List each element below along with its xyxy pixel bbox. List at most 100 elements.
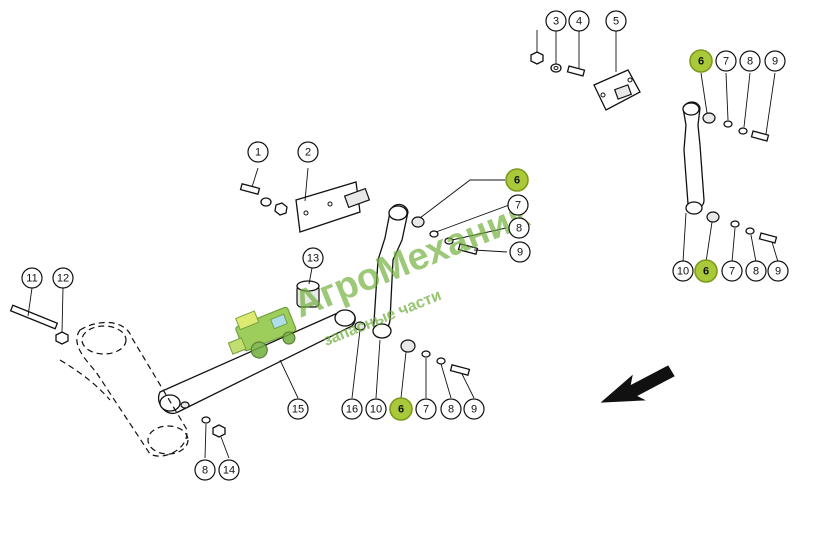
callout-15: 15 — [287, 398, 309, 420]
callout-13: 13 — [302, 247, 324, 269]
callout-number: 5 — [613, 16, 619, 28]
callout-5: 5 — [605, 10, 627, 32]
callout-number: 6 — [514, 175, 520, 187]
direction-arrow-icon — [600, 365, 675, 403]
callout-number: 16 — [346, 404, 358, 416]
lever-arm — [157, 280, 366, 438]
callout-circle — [287, 398, 309, 420]
callout-circle — [545, 10, 567, 32]
callout-14: 14 — [218, 459, 240, 481]
callout-12: 12 — [52, 267, 74, 289]
callout-circle — [440, 398, 462, 420]
callout-circle — [341, 398, 363, 420]
callout-16: 16 — [341, 398, 363, 420]
callout-9: 9 — [463, 398, 485, 420]
callout-circle — [689, 49, 713, 73]
callout-circle — [194, 459, 216, 481]
callout-circle — [745, 260, 767, 282]
callout-number: 10 — [370, 404, 382, 416]
callout-7: 7 — [715, 50, 737, 72]
callout-2: 2 — [297, 141, 319, 163]
callout-8: 8 — [739, 50, 761, 72]
link-arm-right — [682, 101, 778, 244]
callout-circle — [415, 398, 437, 420]
callout-circle — [507, 194, 529, 216]
callout-number: 3 — [553, 16, 559, 28]
callout-9: 9 — [767, 260, 789, 282]
callout-circle — [672, 260, 694, 282]
callout-6: 6 — [694, 259, 718, 283]
callout-7: 7 — [415, 398, 437, 420]
callout-circle — [247, 141, 269, 163]
harvester-logo-icon — [227, 306, 297, 359]
callout-3: 3 — [545, 10, 567, 32]
callout-circle — [505, 168, 529, 192]
callout-9: 9 — [764, 50, 786, 72]
callout-9: 9 — [509, 241, 531, 263]
callout-circle — [302, 247, 324, 269]
callout-number: 15 — [292, 404, 304, 416]
callout-6: 6 — [689, 49, 713, 73]
callout-1: 1 — [247, 141, 269, 163]
callout-number: 13 — [307, 253, 319, 265]
callout-circle — [715, 50, 737, 72]
callout-number: 7 — [515, 200, 521, 212]
callout-number: 8 — [747, 56, 753, 68]
callout-circle — [463, 398, 485, 420]
callout-number: 8 — [753, 266, 759, 278]
callout-circle — [764, 50, 786, 72]
callout-6: 6 — [389, 397, 413, 421]
callout-number: 14 — [223, 465, 235, 477]
callout-circle — [694, 259, 718, 283]
callout-circle — [365, 398, 387, 420]
callout-circle — [721, 260, 743, 282]
watermark: АгроМеханик запасные части — [227, 194, 536, 359]
callout-8: 8 — [745, 260, 767, 282]
callout-circle — [21, 267, 43, 289]
bracket-plate-top — [530, 51, 641, 111]
callout-8: 8 — [508, 217, 530, 239]
callout-4: 4 — [568, 10, 590, 32]
mount-plate-center — [239, 181, 371, 233]
bolt-assembly-left — [9, 304, 189, 457]
callout-number: 10 — [677, 266, 689, 278]
callout-10: 10 — [365, 398, 387, 420]
callout-number: 9 — [471, 404, 477, 416]
callout-number: 8 — [448, 404, 454, 416]
callout-circle — [52, 267, 74, 289]
callout-number: 4 — [576, 16, 582, 28]
callout-circle — [509, 241, 531, 263]
callout-circle — [297, 141, 319, 163]
callout-6: 6 — [505, 168, 529, 192]
callout-circle — [605, 10, 627, 32]
callout-number: 9 — [517, 247, 523, 259]
callout-number: 1 — [255, 147, 261, 159]
callout-circle — [767, 260, 789, 282]
callout-11: 11 — [21, 267, 43, 289]
callout-circle — [389, 397, 413, 421]
callout-7: 7 — [721, 260, 743, 282]
link-arm-center — [372, 203, 479, 377]
callout-number: 2 — [305, 147, 311, 159]
callout-10: 10 — [672, 260, 694, 282]
callout-number: 9 — [775, 266, 781, 278]
callout-circle — [218, 459, 240, 481]
callout-number: 7 — [729, 266, 735, 278]
callout-circle — [568, 10, 590, 32]
callout-number: 6 — [698, 56, 704, 68]
callout-number: 8 — [202, 465, 208, 477]
callout-number: 7 — [423, 404, 429, 416]
callout-number: 9 — [772, 56, 778, 68]
callout-number: 12 — [57, 273, 69, 285]
callout-8: 8 — [194, 459, 216, 481]
callout-number: 7 — [723, 56, 729, 68]
callout-number: 11 — [26, 273, 37, 285]
callout-7: 7 — [507, 194, 529, 216]
callout-8: 8 — [440, 398, 462, 420]
callout-number: 6 — [398, 404, 404, 416]
callout-number: 6 — [703, 266, 709, 278]
callout-number: 8 — [516, 223, 522, 235]
callout-circle — [739, 50, 761, 72]
